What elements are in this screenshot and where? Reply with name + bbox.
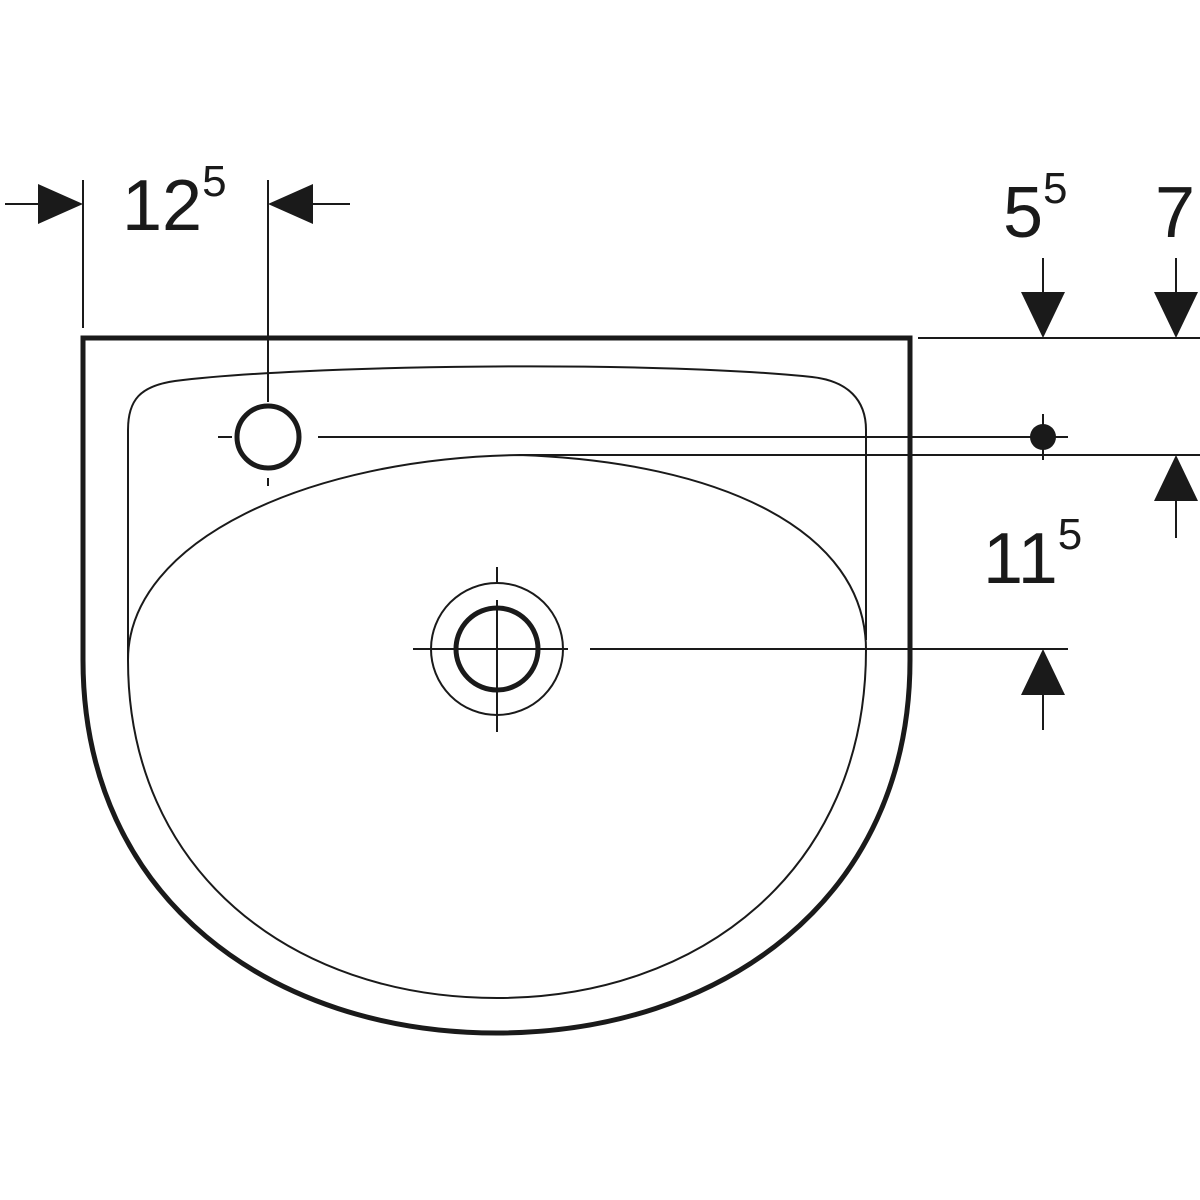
arrowhead-5-5	[1021, 292, 1065, 338]
arrowhead-7	[1154, 292, 1198, 338]
dimension-top-small-label: 55	[1003, 164, 1068, 253]
outer-rim	[80, 335, 913, 1036]
dimension-right-group	[520, 258, 1200, 730]
dimension-left-label: 125	[122, 157, 227, 246]
basin-outline	[80, 335, 913, 1036]
tap-hole-circle	[234, 403, 302, 471]
tap-hole	[218, 403, 1030, 486]
arrowhead-right	[38, 184, 83, 224]
waste-outlet	[413, 567, 1068, 732]
arrowhead-11-5-top	[1154, 455, 1198, 501]
inner-deck-line	[127, 365, 867, 660]
dimension-top-right-label: 7	[1155, 173, 1195, 253]
arrowhead-11-5-bottom	[1021, 649, 1065, 695]
arrowhead-left	[268, 184, 313, 224]
bowl-edge	[126, 454, 868, 1000]
dimension-vertical-label: 115	[983, 510, 1082, 599]
dimension-left-offset	[5, 180, 350, 402]
